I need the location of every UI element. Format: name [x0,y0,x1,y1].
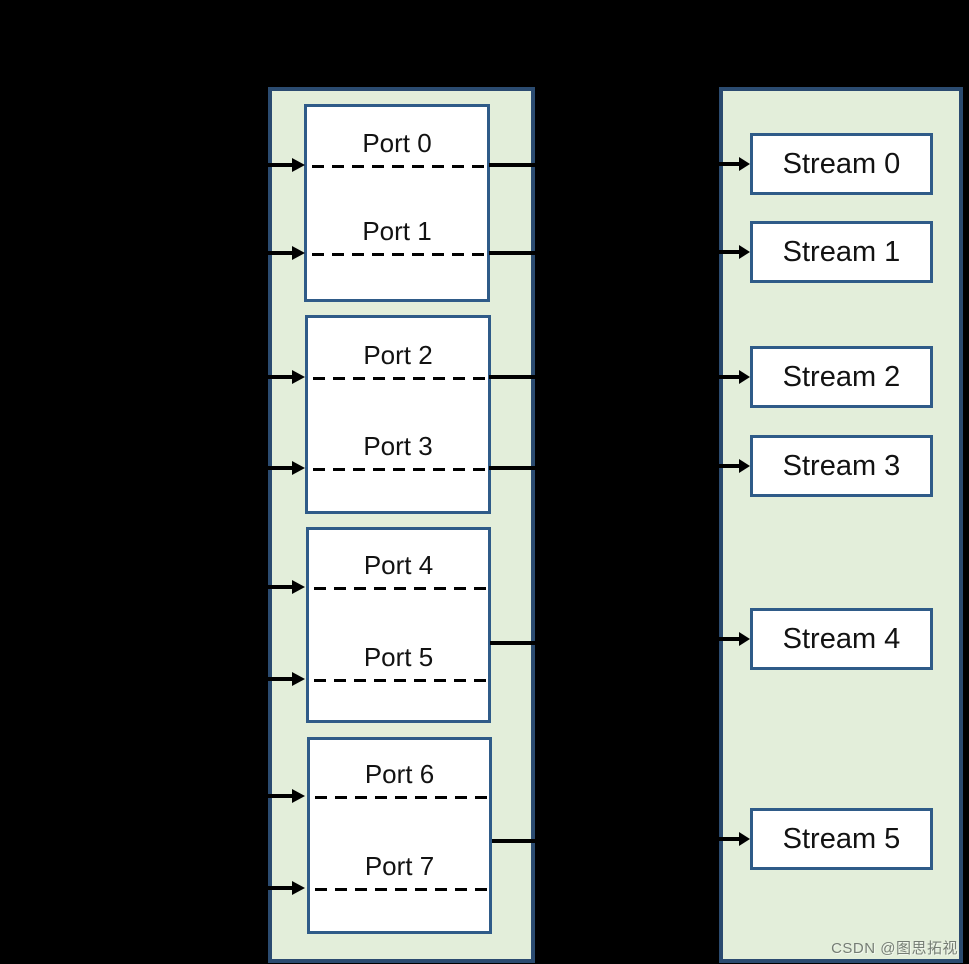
port-6-in-arrow-icon [266,788,305,804]
port-2-in-arrow-icon [266,369,305,385]
port-2-label: Port 2 [363,340,433,370]
port-4-dashed-line [314,587,486,590]
stream-4-box: Stream 4 [750,608,933,670]
port-5-label: Port 5 [363,642,434,672]
port-group-6-7: Port 6 Port 7 [307,737,492,934]
port-6-dashed-line [315,796,487,799]
stream-4-label: Stream 4 [782,622,901,655]
port-1-dashed-line [312,253,485,256]
stream-5-box: Stream 5 [750,808,933,870]
port-1-out-line [489,251,535,255]
port-0-in-arrow-icon [266,157,305,173]
port-6-label: Port 6 [364,759,435,789]
stream-1-label: Stream 1 [782,235,901,268]
stream-1-box: Stream 1 [750,221,933,283]
port-7-dashed-line [315,888,487,891]
stream-3-label: Stream 3 [782,449,901,482]
port-group-2-3: Port 2 Port 3 [305,315,491,514]
port-3-label: Port 3 [363,431,433,461]
stream-2-in-arrow-icon [719,370,750,384]
port-3-dashed-line [313,468,486,471]
port-1-label: Port 1 [362,216,432,246]
stream-1-in-arrow-icon [719,245,750,259]
ports-4-5-merged-out-line [490,641,535,645]
stream-5-label: Stream 5 [782,822,901,855]
port-group-4-5: Port 4 Port 5 [306,527,491,723]
port-0-label: Port 0 [362,128,432,158]
port-0-out-line [489,163,535,167]
stream-0-box: Stream 0 [750,133,933,195]
stream-3-in-arrow-icon [719,459,750,473]
stream-2-label: Stream 2 [782,360,901,393]
port-5-in-arrow-icon [266,671,305,687]
port-3-out-line [489,466,535,470]
csdn-watermark: CSDN @图思拓视 [831,940,958,957]
stream-3-box: Stream 3 [750,435,933,497]
ports-6-7-merged-out-line [492,839,535,843]
port-4-in-arrow-icon [266,579,305,595]
port-0-dashed-line [312,165,485,168]
port-5-dashed-line [314,679,486,682]
port-2-dashed-line [313,377,486,380]
stream-4-in-arrow-icon [719,632,750,646]
stream-5-in-arrow-icon [719,832,750,846]
stream-0-in-arrow-icon [719,157,750,171]
port-1-in-arrow-icon [266,245,305,261]
port-2-out-line [489,375,535,379]
port-group-0-1: Port 0 Port 1 [304,104,490,302]
port-7-label: Port 7 [364,851,435,881]
stream-0-label: Stream 0 [782,147,901,180]
port-7-in-arrow-icon [266,880,305,896]
stream-2-box: Stream 2 [750,346,933,408]
port-3-in-arrow-icon [266,460,305,476]
port-4-label: Port 4 [363,550,434,580]
